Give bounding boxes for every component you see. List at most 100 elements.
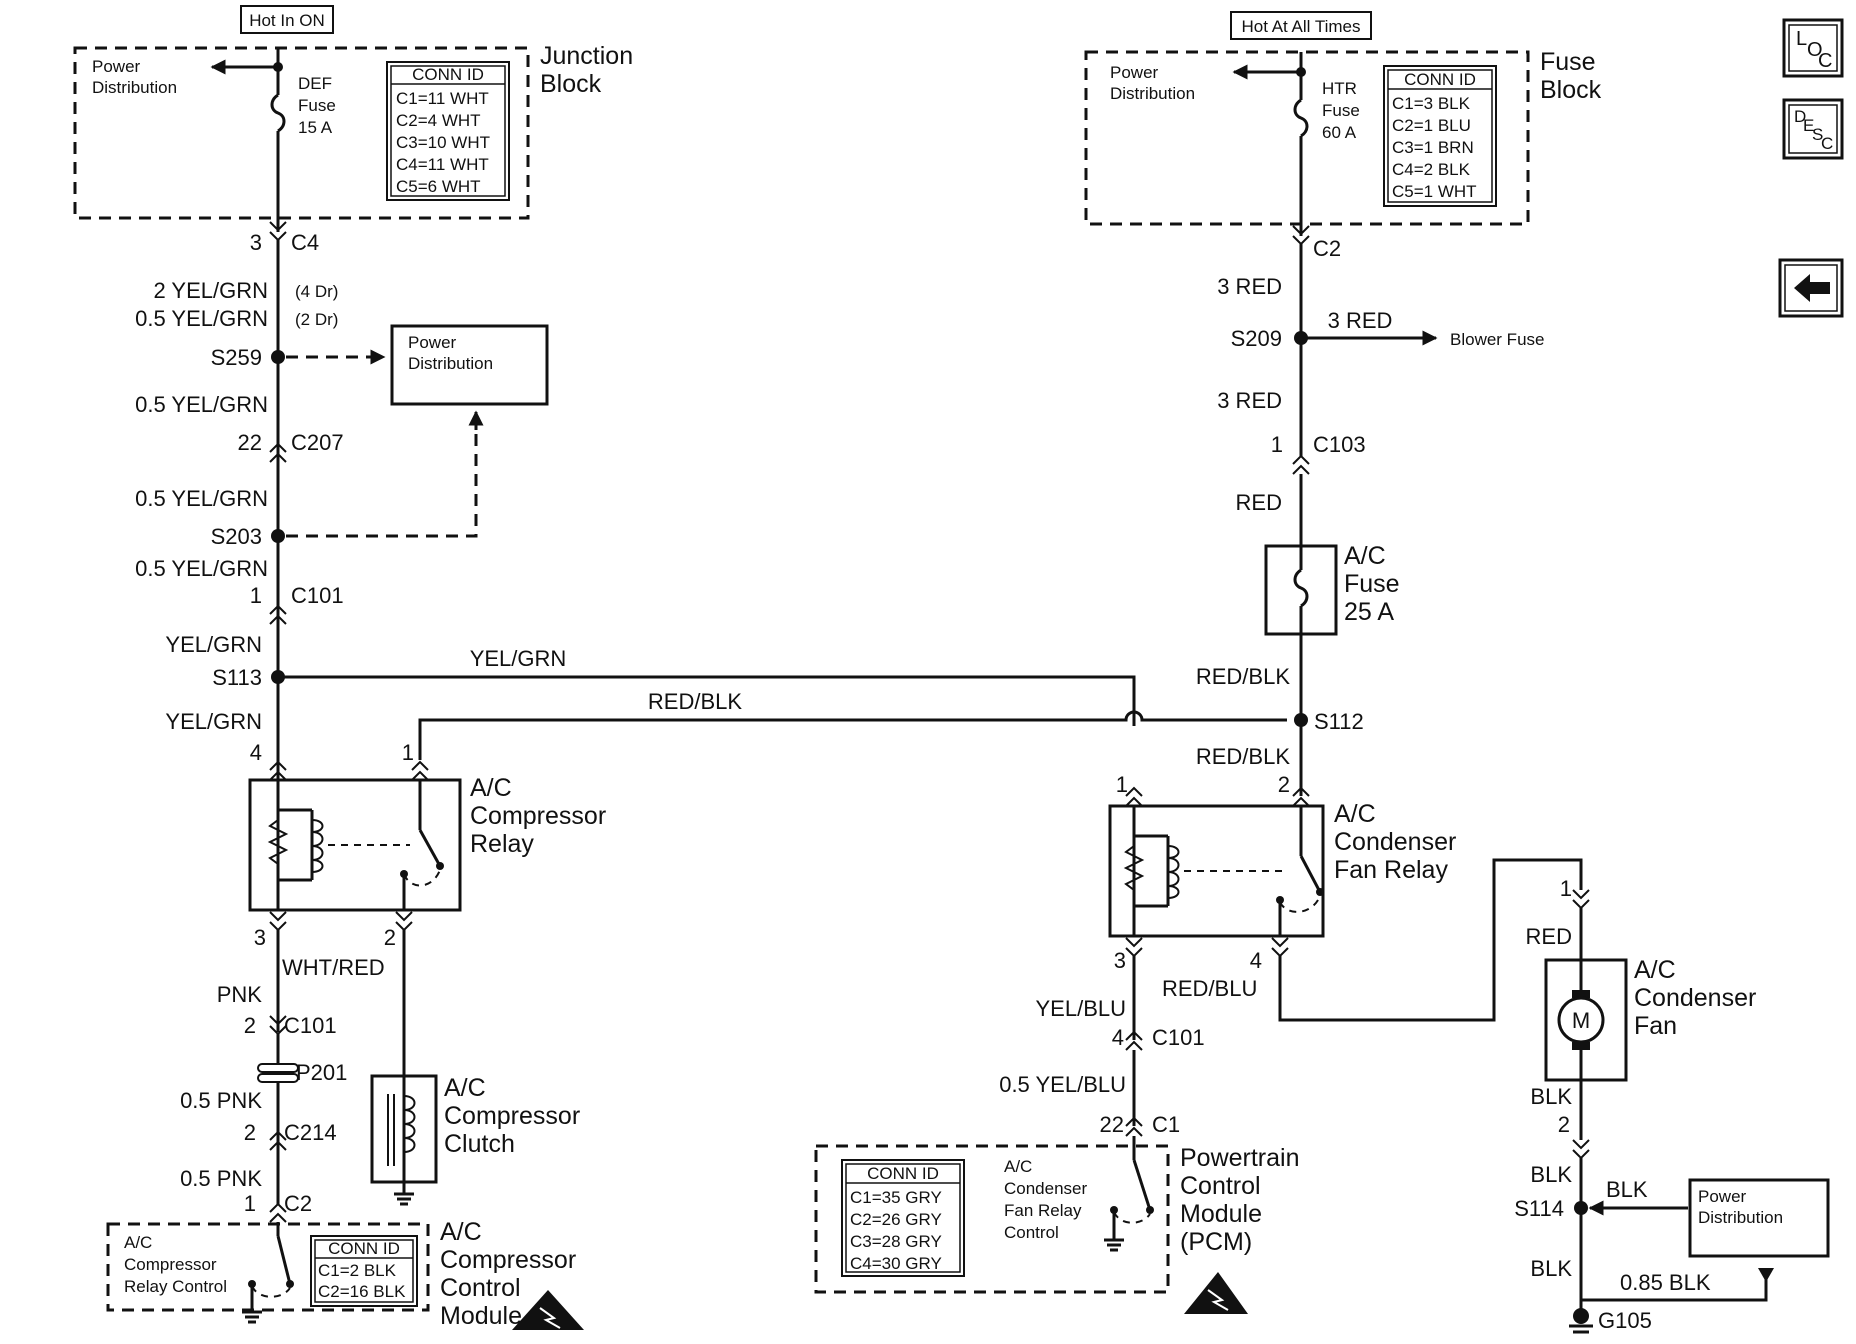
- horiz-wire-yel-grn: YEL/GRN: [470, 646, 567, 671]
- jb-conn-row: C2=4 WHT: [396, 111, 481, 130]
- left-circuit: 3 C4 2 YEL/GRN (4 Dr) 0.5 YEL/GRN (2 Dr)…: [135, 221, 1287, 780]
- c1-label: C1: [1152, 1112, 1180, 1137]
- comp-relay-box: [248, 778, 462, 912]
- ac-fuse-symbol: [1293, 568, 1309, 608]
- loc-button[interactable]: L O C: [1782, 18, 1844, 78]
- cond-relay-label-3: Fan Relay: [1334, 856, 1448, 884]
- def-fuse-label-3: 15 A: [298, 118, 333, 137]
- pcm-conn-id-table: [841, 1159, 965, 1277]
- loc-letter-1: L: [1796, 28, 1807, 50]
- desc-button[interactable]: D E S C: [1782, 98, 1844, 160]
- wire-red-blk-b: RED/BLK: [1196, 744, 1290, 769]
- def-fuse-label-2: Fuse: [298, 96, 336, 115]
- fb-power-dist-1: Power: [1110, 63, 1159, 82]
- ccm-switch: [276, 1235, 292, 1285]
- comp-relay-pin1: 1: [402, 740, 414, 765]
- s259-label: S259: [211, 345, 262, 370]
- pd1-label-2: Distribution: [408, 354, 493, 373]
- compressor-lower-circuit: WHT/RED PNK 2 C101 P201 0.5 PNK 2 C214 0…: [180, 930, 580, 1223]
- fan-wire-red: RED: [1526, 924, 1572, 949]
- ac-condenser-fan-relay: 1 2 A/C Condenser Fan Relay 3 4 RED/BLU …: [999, 772, 1583, 1137]
- comp-relay-switch: [418, 829, 442, 867]
- fan-label-3: Fan: [1634, 1012, 1677, 1040]
- junction-block-title-2: Block: [540, 70, 602, 98]
- fuse-block-title-2: Block: [1540, 76, 1602, 104]
- wire-05-yel-blu: 0.5 YEL/BLU: [999, 1072, 1126, 1097]
- junction-block: Hot In ON Junction Block Power Distribut…: [73, 5, 633, 232]
- horiz-wire-red-blk: RED/BLK: [648, 689, 742, 714]
- back-arrow-icon: [1794, 274, 1830, 302]
- c207-pin: 22: [238, 430, 262, 455]
- c101-label-2: C101: [284, 1013, 337, 1038]
- back-button[interactable]: [1778, 258, 1844, 318]
- jb-conn-id-table: [386, 61, 510, 201]
- wire-4dr-note: (4 Dr): [295, 282, 338, 301]
- ccm-label-4: Module: [440, 1302, 522, 1330]
- s112-label: S112: [1314, 709, 1364, 734]
- wire-2dr-note: (2 Dr): [295, 310, 338, 329]
- def-fuse-label-1: DEF: [298, 74, 332, 93]
- comp-relay-pin4: 4: [250, 740, 262, 765]
- blower-fuse-label: Blower Fuse: [1450, 330, 1544, 349]
- wire-blk-branch: BLK: [1606, 1177, 1648, 1202]
- pcm-conn-row: C1=35 GRY: [850, 1188, 942, 1207]
- c101-pin-1: 1: [250, 583, 262, 608]
- s203-label: S203: [211, 524, 262, 549]
- desc-letter-1: D: [1794, 107, 1806, 126]
- comp-relay-label-2: Compressor: [470, 802, 606, 830]
- c103-label: C103: [1313, 432, 1366, 457]
- hot-in-on-label: Hot In ON: [249, 11, 325, 30]
- junction-block-outline: [73, 46, 530, 220]
- splice-s259: [271, 350, 285, 364]
- wire-yel-grn-a: YEL/GRN: [165, 632, 262, 657]
- loc-letter-2: O: [1807, 39, 1823, 61]
- c1-pin: 22: [1100, 1112, 1124, 1137]
- c2-right-label: C2: [1313, 236, 1341, 261]
- hot-at-all-times-tag: [1230, 11, 1372, 40]
- clutch-label-3: Clutch: [444, 1130, 515, 1158]
- g105-label: G105: [1598, 1308, 1652, 1333]
- cond-relay-pin4: 4: [1250, 948, 1262, 973]
- fb-conn-row: C5=1 WHT: [1392, 182, 1477, 201]
- cond-relay-label-2: Condenser: [1334, 828, 1456, 856]
- c214-pin: 2: [244, 1120, 256, 1145]
- wire-05-yel-grn-a: 0.5 YEL/GRN: [135, 306, 268, 331]
- power-distribution-box-2: [1688, 1178, 1830, 1258]
- fan-pin2: 2: [1558, 1112, 1570, 1137]
- pcm-esd-warning-icon: [1184, 1272, 1248, 1314]
- c207-label: C207: [291, 430, 344, 455]
- fb-conn-row: C3=1 BRN: [1392, 138, 1474, 157]
- fan-wire-blk-4: BLK: [1530, 1256, 1572, 1281]
- jb-conn-row: C1=11 WHT: [396, 89, 489, 108]
- comp-relay-label-3: Relay: [470, 830, 534, 858]
- pd2-label-2: Distribution: [1698, 1208, 1783, 1227]
- pcm-conn-row: C4=30 GRY: [850, 1254, 942, 1273]
- fan-wire-blk: BLK: [1530, 1084, 1572, 1109]
- clutch-label-2: Compressor: [444, 1102, 580, 1130]
- ccm-conn-header: CONN ID: [328, 1239, 400, 1258]
- pcm-internal-1: A/C: [1004, 1157, 1032, 1176]
- jb-conn-row: C5=6 WHT: [396, 177, 481, 196]
- c101-label-3: C101: [1152, 1025, 1205, 1050]
- cond-relay-pin2: 2: [1278, 772, 1290, 797]
- ccm-internal-3: Relay Control: [124, 1277, 227, 1296]
- jb-power-dist-1: Power: [92, 57, 141, 76]
- power-distribution-box-1: [390, 324, 549, 406]
- fb-conn-row: C1=3 BLK: [1392, 94, 1471, 113]
- c4-label: C4: [291, 230, 319, 255]
- c4-pin: 3: [250, 230, 262, 255]
- cond-relay-pin3: 3: [1114, 948, 1126, 973]
- ccm-label-3: Control: [440, 1274, 521, 1302]
- cond-relay-switch: [1299, 855, 1322, 893]
- wire-3-red-a: 3 RED: [1217, 274, 1282, 299]
- powertrain-control-module: CONN ID C1=35 GRY C2=26 GRY C3=28 GRY C4…: [814, 1136, 1300, 1314]
- wire-2-yel-grn: 2 YEL/GRN: [153, 278, 268, 303]
- wire-05-pnk-a: 0.5 PNK: [180, 1088, 262, 1113]
- ccm-conn-row: C1=2 BLK: [318, 1261, 397, 1280]
- jb-power-dist-2: Distribution: [92, 78, 177, 97]
- fb-conn-row: C2=1 BLU: [1392, 116, 1471, 135]
- htr-fuse-symbol: [1293, 98, 1309, 138]
- splice-s112: [1294, 713, 1308, 727]
- fuse-block: Hot At All Times Fuse Block Power Distri…: [1084, 11, 1602, 236]
- jb-conn-row: C4=11 WHT: [396, 155, 489, 174]
